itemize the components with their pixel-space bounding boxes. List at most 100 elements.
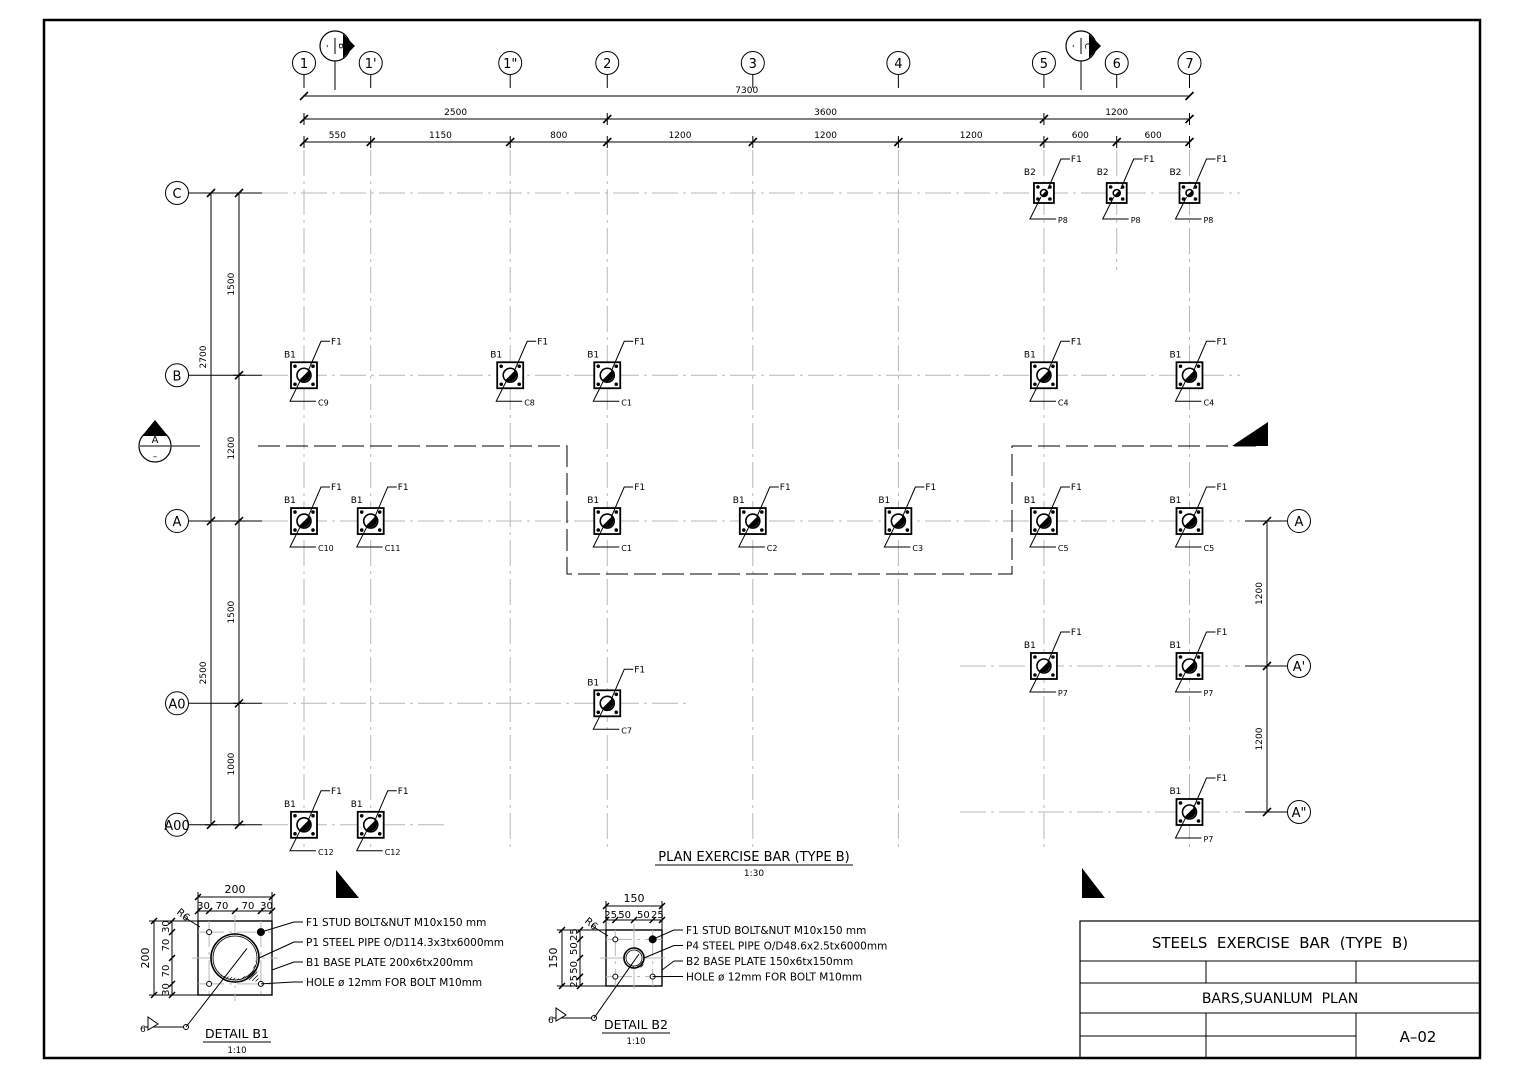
grid-row-label: A	[1295, 515, 1304, 530]
dim-tick	[168, 991, 176, 999]
label-b: B2	[1097, 168, 1109, 178]
label-tag: P7	[1203, 835, 1213, 844]
dim-tick	[505, 137, 515, 147]
detail-title: DETAIL B2	[604, 1017, 668, 1032]
label-tag: C4	[1058, 398, 1069, 407]
dim-text: 1000	[227, 752, 237, 775]
title-block: STEELS EXERCISE BAR (TYPE B) BARS,SUANLU…	[1079, 920, 1481, 1059]
grid-col-label: 6	[1113, 57, 1121, 72]
bolt-hole	[377, 510, 382, 514]
bolt-hole	[596, 510, 601, 514]
bolt-hole	[377, 832, 382, 836]
note-leader	[643, 945, 675, 959]
dim-text: 30	[260, 901, 273, 912]
dim-text: 1200	[1255, 582, 1265, 605]
pipe-hatch	[1039, 370, 1051, 382]
dim-tick	[206, 820, 216, 830]
bolt-hole	[293, 510, 297, 514]
label-f: F1	[780, 483, 791, 493]
dim-tick	[234, 516, 244, 526]
dim-text: 30	[197, 901, 210, 912]
note-leader	[260, 981, 295, 985]
dim-text: 25	[604, 910, 617, 921]
pipe-hatch	[505, 370, 517, 382]
grid-col-bubble	[358, 51, 383, 75]
label-b: B2	[1024, 168, 1036, 178]
detail-scale: 1:10	[227, 1046, 246, 1056]
marker-num: 6	[548, 1016, 554, 1026]
dim-text: 70	[216, 901, 229, 912]
bolt-hole	[1196, 819, 1201, 823]
marker-flag	[555, 1007, 567, 1022]
leader-tag	[1174, 524, 1202, 548]
grid-col-bubble	[1177, 51, 1202, 75]
dim-text: 70	[242, 901, 255, 912]
section-markers: B-C-A–	[138, 30, 1268, 898]
dim-tick	[576, 982, 584, 990]
label-f: F1	[1216, 774, 1227, 784]
dim-tick	[558, 982, 566, 990]
sheet-title: BARS,SUANLUM PLAN	[1202, 991, 1358, 1007]
leader-tag	[355, 828, 383, 852]
label-f: F1	[331, 787, 342, 797]
dim-text: 550	[329, 131, 346, 141]
dim-tick	[1039, 137, 1049, 147]
bolt-hole	[359, 528, 364, 532]
dim-text: 3600	[814, 108, 837, 118]
dim-text: 1200	[814, 131, 837, 141]
label-f: F1	[1216, 337, 1227, 347]
note-text: F1 STUD BOLT&NUT M10x150 mm	[686, 925, 866, 937]
section-dash: -	[322, 44, 332, 47]
dim-tick	[748, 137, 758, 147]
pipe-hatch	[365, 819, 378, 832]
pipe-hatch	[747, 516, 760, 528]
label-f: F1	[1071, 628, 1082, 638]
bolt-hole	[614, 528, 619, 532]
section-arrow	[343, 34, 355, 58]
detail-bolt	[206, 929, 213, 936]
sheet-border	[42, 18, 1482, 1060]
dim-text: 150	[547, 948, 560, 969]
pipe-hatch	[893, 516, 905, 528]
label-b: B1	[587, 678, 599, 688]
marker-num: 6	[140, 1025, 146, 1035]
note-text: B2 BASE PLATE 150x6tx150mm	[686, 956, 853, 968]
section-tag: C	[1082, 43, 1092, 49]
leader-tag	[289, 379, 316, 402]
bolt-hole	[517, 382, 522, 387]
bolt-hole	[1051, 382, 1055, 387]
bolt-hole	[1036, 185, 1040, 189]
marker-leader	[185, 948, 248, 1028]
dim-tick	[257, 907, 265, 915]
bolt-hole	[1051, 364, 1055, 369]
marker-leader	[593, 953, 640, 1019]
bolt-hole	[377, 814, 382, 818]
section-arrow	[1089, 34, 1101, 58]
leader-tag	[1174, 815, 1202, 839]
detail-hatch	[242, 957, 259, 982]
leader-f	[307, 340, 330, 372]
bolt-hole	[1181, 185, 1186, 189]
label-b: B1	[284, 350, 296, 360]
base-plates-layer: F1B1C9F1B1C8F1B1C1F1B1C4F1B1C4F1B1C10F1B…	[284, 155, 1227, 857]
grid-row-bubble	[165, 363, 189, 388]
label-b: B1	[284, 800, 296, 810]
grid-col-bubble	[1104, 51, 1129, 75]
dim-text: 1200	[1105, 108, 1128, 118]
pipe-hatch	[1041, 190, 1048, 197]
bolt-hole	[1196, 382, 1201, 387]
dim-tick	[168, 917, 176, 925]
dim-text: 2700	[199, 345, 209, 368]
dim-tick	[299, 137, 309, 147]
leader-f	[1047, 631, 1070, 663]
section-marker: C-	[1065, 30, 1101, 90]
bolt-hole	[596, 382, 601, 387]
bolt-hole	[760, 528, 764, 532]
bolt-hole	[359, 814, 364, 818]
leader-f	[1193, 486, 1216, 518]
dim-text: 70	[161, 939, 172, 952]
grid-row-bubble	[165, 812, 189, 837]
grid-row-bubble	[165, 181, 189, 205]
